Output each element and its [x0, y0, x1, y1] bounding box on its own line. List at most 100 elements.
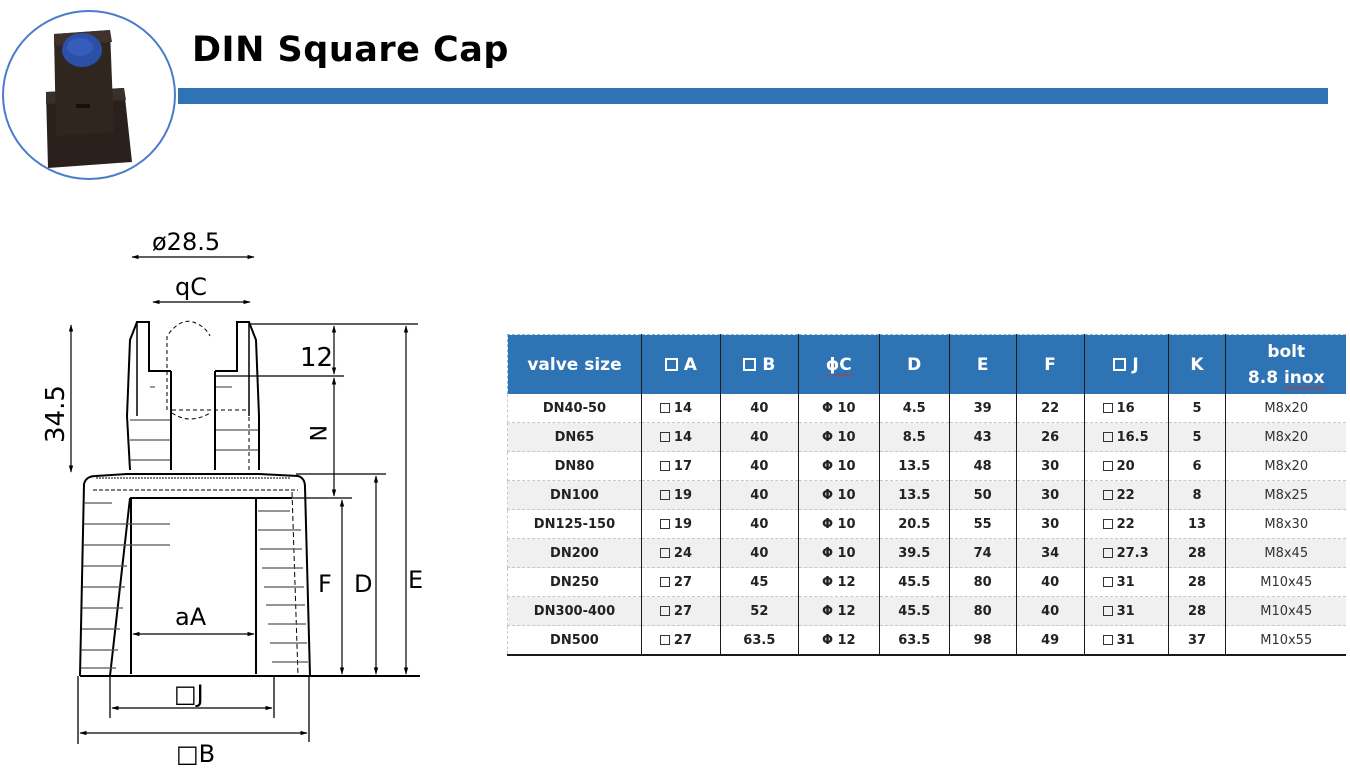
- cell-c: Φ 12: [797, 625, 880, 656]
- cell-bolt: M8x30: [1225, 509, 1346, 539]
- cell-e: 39: [948, 394, 1017, 423]
- square-icon: [1102, 402, 1113, 413]
- cell-a: 14: [640, 394, 721, 423]
- cell-k: 28: [1167, 567, 1226, 597]
- square-icon: [659, 460, 670, 471]
- cell-d: 13.5: [878, 451, 950, 481]
- cell-f: 34: [1015, 538, 1085, 568]
- cell-b: 52: [719, 596, 799, 626]
- cell-e: 55: [948, 509, 1017, 539]
- cell-b: 40: [719, 538, 799, 568]
- square-icon: [1102, 547, 1113, 558]
- square-icon: [1102, 431, 1113, 442]
- cell-valve-size: DN65: [507, 422, 642, 452]
- cell-valve-size: DN80: [507, 451, 642, 481]
- header-d: D: [878, 334, 950, 394]
- square-icon: [659, 576, 670, 587]
- square-icon: [659, 634, 670, 645]
- cell-k: 6: [1167, 451, 1226, 481]
- label-dim-j: □J: [174, 680, 204, 708]
- cell-k: 28: [1167, 538, 1226, 568]
- cell-b: 40: [719, 451, 799, 481]
- cell-f: 49: [1015, 625, 1085, 656]
- cell-d: 39.5: [878, 538, 950, 568]
- cell-f: 26: [1015, 422, 1085, 452]
- cell-j: 22: [1083, 509, 1169, 539]
- label-height-left: 34.5: [41, 385, 71, 443]
- cell-a: 27: [640, 567, 721, 597]
- square-icon: [1102, 460, 1113, 471]
- cell-a: 24: [640, 538, 721, 568]
- square-icon: [1102, 489, 1113, 500]
- cell-e: 74: [948, 538, 1017, 568]
- cell-bolt: M8x25: [1225, 480, 1346, 510]
- header-c: ϕC: [797, 334, 880, 394]
- cell-d: 20.5: [878, 509, 950, 539]
- square-icon: [659, 489, 670, 500]
- label-dim-a: aA: [175, 603, 207, 631]
- cell-f: 30: [1015, 509, 1085, 539]
- product-photo: [2, 10, 176, 180]
- cell-k: 5: [1167, 422, 1226, 452]
- cell-c: Φ 10: [797, 451, 880, 481]
- cell-valve-size: DN200: [507, 538, 642, 568]
- cell-d: 63.5: [878, 625, 950, 656]
- cell-bolt: M8x20: [1225, 394, 1346, 423]
- cell-e: 48: [948, 451, 1017, 481]
- cell-b: 40: [719, 509, 799, 539]
- header-a: A: [640, 334, 721, 394]
- label-dim-12: 12: [300, 343, 333, 373]
- header-j: J: [1083, 334, 1169, 394]
- cell-bolt: M10x45: [1225, 596, 1346, 626]
- header-b: B: [719, 334, 799, 394]
- square-icon: [659, 402, 670, 413]
- header-e: E: [948, 334, 1017, 394]
- cell-j: 22: [1083, 480, 1169, 510]
- cell-e: 80: [948, 596, 1017, 626]
- cell-k: 13: [1167, 509, 1226, 539]
- cell-c: Φ 12: [797, 596, 880, 626]
- cell-valve-size: DN40-50: [507, 394, 642, 423]
- cell-c: Φ 12: [797, 567, 880, 597]
- cell-a: 27: [640, 596, 721, 626]
- cell-valve-size: DN125-150: [507, 509, 642, 539]
- label-dim-b: □B: [176, 740, 215, 768]
- square-icon: [1102, 518, 1113, 529]
- square-icon: [664, 357, 678, 371]
- square-cap-photo-icon: [46, 30, 132, 168]
- header-valve-size: valve size: [507, 334, 642, 394]
- cell-bolt: M10x55: [1225, 625, 1346, 656]
- cell-bolt: M8x20: [1225, 451, 1346, 481]
- square-icon: [659, 605, 670, 616]
- cell-d: 45.5: [878, 596, 950, 626]
- cell-valve-size: DN300-400: [507, 596, 642, 626]
- cell-k: 5: [1167, 394, 1226, 423]
- cell-a: 17: [640, 451, 721, 481]
- cell-b: 40: [719, 480, 799, 510]
- cell-f: 22: [1015, 394, 1085, 423]
- cell-d: 45.5: [878, 567, 950, 597]
- cell-j: 16.5: [1083, 422, 1169, 452]
- cell-k: 28: [1167, 596, 1226, 626]
- cell-valve-size: DN250: [507, 567, 642, 597]
- square-icon: [659, 431, 670, 442]
- cell-valve-size: DN500: [507, 625, 642, 656]
- cell-d: 4.5: [878, 394, 950, 423]
- cell-b: 40: [719, 394, 799, 423]
- cell-b: 45: [719, 567, 799, 597]
- cell-d: 8.5: [878, 422, 950, 452]
- cell-j: 16: [1083, 394, 1169, 423]
- cell-c: Φ 10: [797, 480, 880, 510]
- square-icon: [1102, 605, 1113, 616]
- cell-j: 31: [1083, 596, 1169, 626]
